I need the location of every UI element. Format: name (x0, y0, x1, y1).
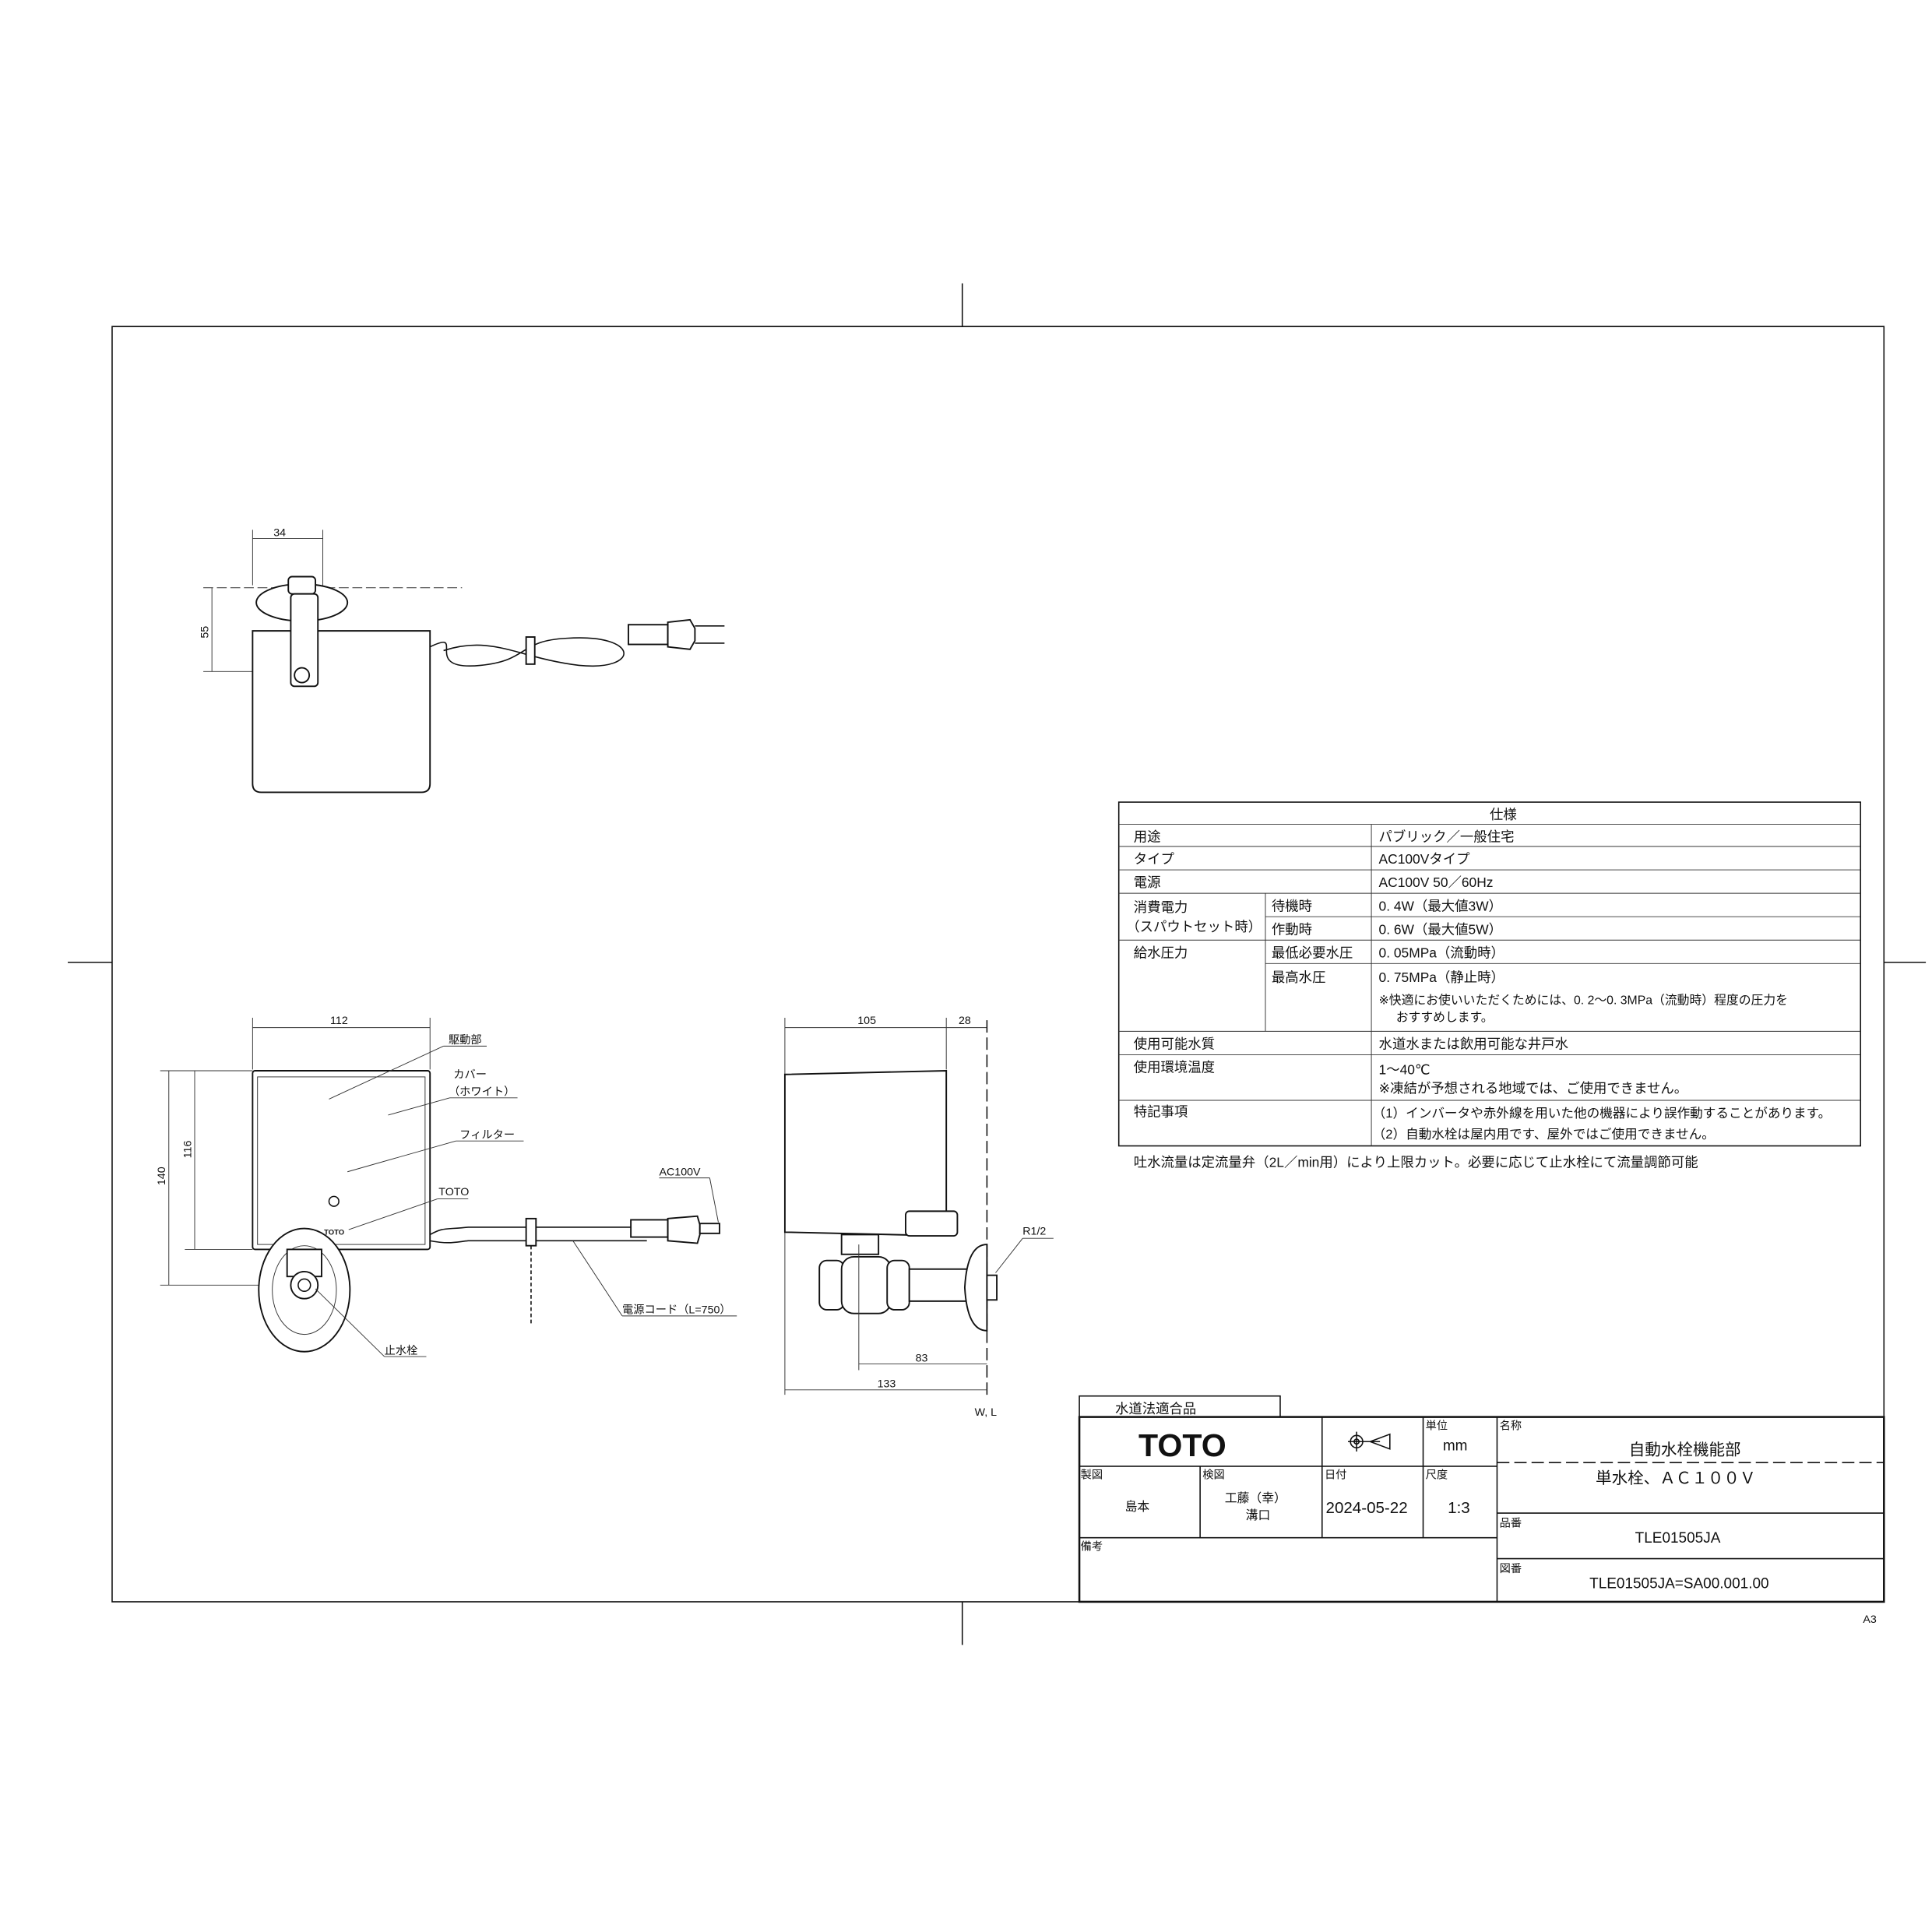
dim-116: 116 (181, 1141, 194, 1159)
part-label: 品番 (1500, 1516, 1522, 1529)
side-view: 105 28 83 133 W, L R1/2 (783, 1015, 1054, 1419)
checked-value-2: 溝口 (1246, 1508, 1271, 1522)
top-view: 34 55 (199, 526, 725, 794)
third-angle-projection-icon (1348, 1431, 1391, 1452)
spec-value-type: AC100Vタイプ (1379, 851, 1471, 867)
spec-note-pressure-2: おすすめします。 (1396, 1011, 1494, 1025)
spec-label-quality: 使用可能水質 (1134, 1036, 1215, 1052)
spec-label-standby: 待機時 (1272, 898, 1312, 913)
spec-label-type: タイプ (1134, 851, 1175, 867)
title-block: 水道法適合品 TOTO 単位 mm 名称 自動水栓機能部 単水栓、ＡＣ１００Ｖ … (1078, 1395, 1885, 1626)
spec-value-operating: 0. 6W（最大値5W） (1379, 921, 1502, 937)
dim-133: 133 (878, 1378, 896, 1391)
label-thread: R1/2 (1022, 1225, 1046, 1237)
dim-83: 83 (916, 1352, 928, 1364)
label-cover-color: （ホワイト） (449, 1086, 515, 1099)
drawn-label: 製図 (1081, 1469, 1103, 1482)
dim-55: 55 (199, 626, 211, 639)
spec-label-max-pressure: 最高水圧 (1272, 970, 1326, 985)
date-label: 日付 (1325, 1469, 1346, 1482)
remarks-label: 備考 (1081, 1540, 1103, 1553)
spec-label-temp: 使用環境温度 (1134, 1060, 1215, 1075)
toto-logo: TOTO (1138, 1427, 1226, 1463)
sheet-border (111, 326, 1885, 1603)
spec-value-standby: 0. 4W（最大値3W） (1379, 898, 1502, 913)
spec-note-temp: ※凍結が予想される地域では、ご使用できません。 (1379, 1080, 1688, 1096)
spec-note-1: （1）インバータや赤外線を用いた他の機器により誤作動することがあります。 (1373, 1106, 1832, 1121)
front-view: 112 116 140 TOTO 駆動部 カバー （ホワイト） フ (156, 1015, 737, 1357)
checked-value-1: 工藤（幸） (1225, 1491, 1286, 1505)
scale-label: 尺度 (1426, 1469, 1448, 1482)
label-stop-valve: 止水栓 (385, 1344, 418, 1357)
date-value: 2024-05-22 (1326, 1499, 1408, 1517)
spec-label-min-pressure: 最低必要水圧 (1272, 945, 1353, 960)
dim-34: 34 (273, 526, 286, 539)
label-drive-unit: 駆動部 (449, 1033, 482, 1047)
drawn-value: 島本 (1125, 1500, 1150, 1514)
dim-140: 140 (156, 1167, 168, 1185)
compliance-label: 水道法適合品 (1115, 1401, 1196, 1416)
part-number: TLE01505JA (1635, 1530, 1721, 1547)
spec-value-max-pressure: 0. 75MPa（静止時） (1379, 970, 1504, 985)
label-toto: TOTO (438, 1186, 469, 1198)
paper-size: A3 (1863, 1614, 1876, 1626)
drawing-number: TLE01505JA=SA00.001.00 (1589, 1576, 1768, 1592)
spec-title: 仕様 (1490, 807, 1517, 822)
label-ac100v: AC100V (660, 1166, 702, 1178)
front-logo: TOTO (324, 1228, 344, 1237)
spec-value-min-pressure: 0. 05MPa（流動時） (1379, 945, 1504, 960)
spec-table: 仕様 用途 パブリック／一般住宅 タイプ AC100Vタイプ 電源 AC100V… (1117, 801, 1862, 1170)
label-cover: カバー (453, 1068, 487, 1081)
spec-footnote: 吐水流量は定流量弁（2L／min用）により上限カット。必要に応じて止水栓にて流量… (1134, 1154, 1698, 1170)
spec-note-2: （2）自動水栓は屋内用です、屋外ではご使用できません。 (1373, 1127, 1715, 1142)
checked-label: 検図 (1202, 1469, 1224, 1482)
name-label: 名称 (1500, 1419, 1522, 1432)
spec-value-quality: 水道水または飲用可能な井戸水 (1379, 1036, 1568, 1052)
spec-label-power: 電源 (1134, 875, 1161, 890)
spec-note-pressure-1: ※快適にお使いいただくためには、0. 2～0. 3MPa（流動時）程度の圧力を (1379, 994, 1788, 1008)
center-marks (68, 283, 1927, 1645)
spec-label-notes: 特記事項 (1134, 1104, 1188, 1120)
name-line2: 単水栓、ＡＣ１００Ｖ (1596, 1469, 1755, 1487)
spec-label-pressure: 給水圧力 (1134, 945, 1188, 960)
dim-28: 28 (959, 1015, 971, 1027)
label-wall-line: W, L (975, 1406, 998, 1419)
unit-value: mm (1443, 1438, 1468, 1454)
dim-112: 112 (330, 1015, 348, 1027)
drawing-label: 図番 (1500, 1562, 1522, 1575)
spec-label-consumption: 消費電力 (1134, 899, 1188, 915)
spec-value-temp: 1～40℃ (1379, 1062, 1431, 1078)
spec-label-operating: 作動時 (1272, 921, 1312, 937)
scale-value: 1:3 (1448, 1499, 1470, 1517)
dim-105: 105 (857, 1015, 876, 1027)
name-line1: 自動水栓機能部 (1629, 1441, 1741, 1459)
spec-label-consumption-sub: （スパウトセット時） (1126, 919, 1262, 934)
unit-label: 単位 (1426, 1419, 1448, 1432)
label-power-cord: 電源コード（L=750） (622, 1304, 731, 1317)
spec-label-usage: 用途 (1134, 829, 1161, 845)
label-filter: フィルター (459, 1128, 515, 1142)
spec-value-power: AC100V 50／60Hz (1379, 875, 1494, 890)
spec-value-usage: パブリック／一般住宅 (1379, 829, 1515, 845)
